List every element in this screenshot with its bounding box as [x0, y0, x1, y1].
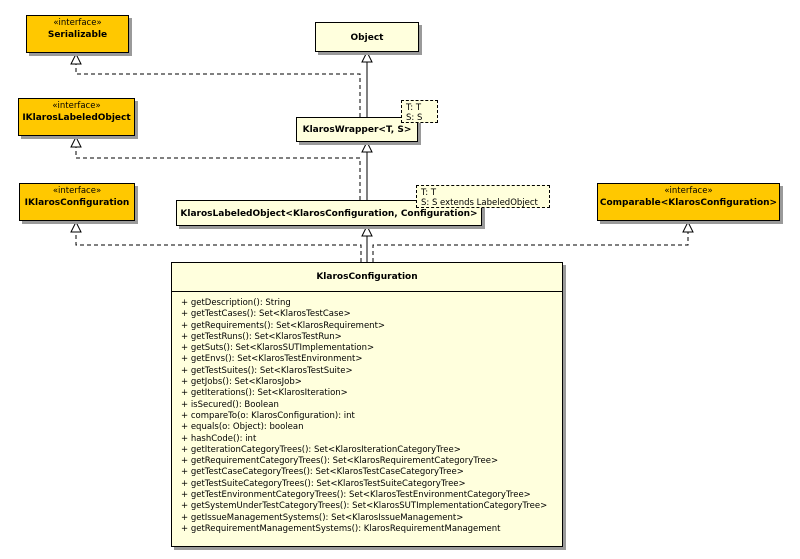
operation-item: + getTestCaseCategoryTrees(): Set<Klaros…: [181, 467, 464, 478]
operation-item: + getIterationCategoryTrees(): Set<Klaro…: [181, 444, 461, 455]
operation-item: + getRequirementCategoryTrees(): Set<Kla…: [181, 456, 499, 467]
arrowhead-object: [361, 50, 373, 63]
operation-item: + getTestCases(): Set<KlarosTestCase>: [181, 309, 351, 320]
operation-item: + getSystemUnderTestCategoryTrees(): Set…: [181, 501, 548, 512]
class-name: KlarosConfiguration: [172, 263, 562, 292]
operation-item: + getTestSuites(): Set<KlarosTestSuite>: [181, 365, 353, 376]
class-name: KlarosWrapper<T, S>: [302, 125, 412, 135]
interface-iklaros-configuration[interactable]: «interface» IKlarosConfiguration: [19, 183, 135, 221]
stereotype-label: «interface»: [52, 186, 102, 196]
operation-item: + getIterations(): Set<KlarosIteration>: [181, 388, 348, 399]
class-klaros-wrapper[interactable]: KlarosWrapper<T, S>: [296, 117, 418, 142]
operation-item: + hashCode(): int: [181, 433, 257, 444]
interface-name: Serializable: [47, 30, 108, 40]
realizes-comparable-line: [372, 232, 689, 262]
stereotype-label: «interface»: [664, 186, 713, 196]
operations-list: + getDescription(): String+ getTestCases…: [172, 292, 562, 535]
class-object[interactable]: Object: [315, 22, 419, 52]
arrowhead-iklaros-config: [70, 220, 82, 233]
operation-item: + compareTo(o: KlarosConfiguration): int: [181, 410, 355, 421]
realizes-serializable-line: [75, 64, 361, 117]
operation-item: + getDescription(): String: [181, 298, 291, 308]
operation-item: + isSecured(): Boolean: [181, 399, 279, 410]
class-name: Object: [350, 33, 384, 43]
operation-item: + getTestRuns(): Set<KlarosTestRun>: [181, 331, 342, 342]
type-param: T: T: [421, 188, 437, 198]
operation-item: + getIssueManagementSystems(): Set<Klaro…: [181, 512, 464, 523]
operation-item: + getTestSuiteCategoryTrees(): Set<Klaro…: [181, 478, 466, 489]
operation-item: + getTestEnvironmentCategoryTrees(): Set…: [181, 490, 531, 501]
type-params-wrapper: T: T S: S: [401, 100, 438, 123]
interface-comparable[interactable]: «interface» Comparable<KlarosConfigurati…: [597, 183, 780, 221]
interface-name: IKlarosConfiguration: [24, 198, 130, 208]
operation-item: + getJobs(): Set<KlarosJob>: [181, 377, 302, 388]
arrowhead-labeled: [361, 224, 373, 237]
operation-item: + getRequirements(): Set<KlarosRequireme…: [181, 320, 386, 331]
class-name: KlarosLabeledObject<KlarosConfiguration,…: [180, 209, 478, 219]
operation-item: + getEnvs(): Set<KlarosTestEnvironment>: [181, 354, 363, 365]
type-param: S: S: [406, 113, 423, 123]
operation-item: + getSuts(): Set<KlarosSUTImplementation…: [181, 343, 375, 354]
realizes-configuration-line: [75, 232, 362, 262]
arrowhead-iklaros-labeled: [70, 135, 82, 148]
class-klaros-labeled-object[interactable]: KlarosLabeledObject<KlarosConfiguration,…: [176, 200, 482, 226]
operation-item: + equals(o: Object): boolean: [181, 422, 304, 433]
interface-name: IKlarosLabeledObject: [22, 113, 131, 123]
interface-serializable[interactable]: «interface» Serializable: [26, 15, 129, 53]
stereotype-label: «interface»: [52, 101, 101, 111]
realizes-labeled-object-line: [75, 147, 361, 200]
interface-iklaros-labeled-object[interactable]: «interface» IKlarosLabeledObject: [18, 98, 135, 136]
type-params-labeled-object: T: T S: S extends LabeledObject: [416, 185, 550, 208]
arrowhead-wrapper: [361, 140, 373, 153]
type-param: T: T: [406, 103, 422, 113]
stereotype-label: «interface»: [53, 18, 102, 28]
type-param: S: S extends LabeledObject: [421, 198, 538, 208]
arrowhead-comparable: [682, 220, 694, 233]
operation-item: + getRequirementManagementSystems(): Kla…: [181, 523, 501, 534]
arrowhead-serializable: [70, 52, 82, 65]
class-klaros-configuration[interactable]: KlarosConfiguration + getDescription(): …: [171, 262, 563, 547]
interface-name: Comparable<KlarosConfiguration>: [599, 198, 778, 208]
